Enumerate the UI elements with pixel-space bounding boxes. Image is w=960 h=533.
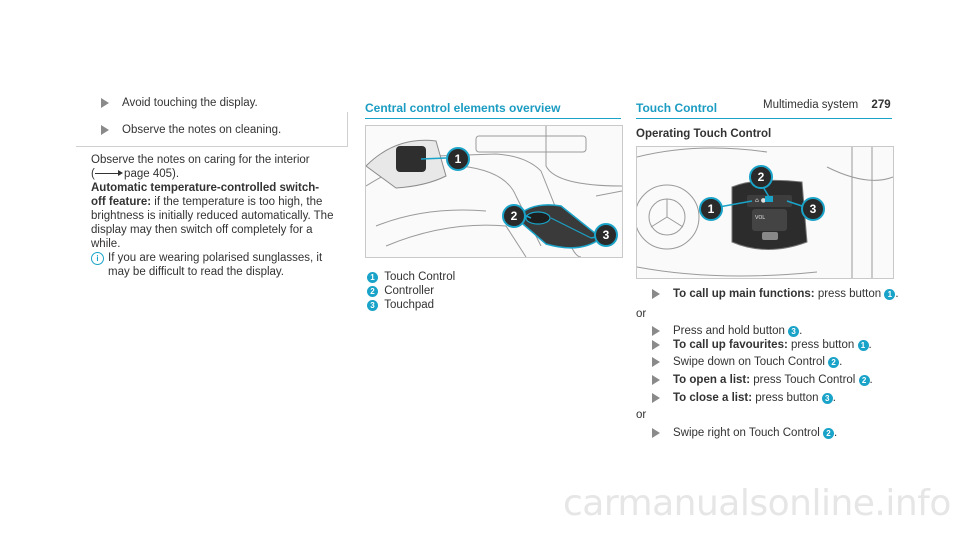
legend-item-1: 1 Touch Control [367,270,455,284]
callout-2: 2 [749,165,773,189]
or-text: or [636,409,647,421]
legend-list: 1 Touch Control 2 Controller 3 Touchpad [367,270,455,312]
console-illustration [366,126,622,257]
arrow-icon [652,357,660,367]
or-text: or [636,308,647,320]
section-title-touch-control: Touch Control [636,101,718,115]
steering-wheel-illustration: ⌂ ● ↶ VOL [637,147,893,278]
legend-item-2: 2 Controller [367,284,455,298]
running-header: Multimedia system 279 [763,98,891,112]
figure-central-controls: 1 2 3 [365,125,623,258]
legend-item-3: 3 Touchpad [367,298,455,312]
touch-control-panel-graphic: ⌂ ● ↶ VOL [731,179,808,250]
note: i If you are wearing polarised sunglasse… [91,251,356,279]
arrow-icon [101,125,109,135]
callout-1: 1 [699,197,723,221]
arrow-icon [652,393,660,403]
notice-box [76,112,348,147]
page-ref-arrow-icon [94,170,123,176]
section-title-central: Central control elements overview [365,101,561,115]
svg-text:⌂ ● ↶: ⌂ ● ↶ [755,197,773,204]
callout-3: 3 [801,197,825,221]
arrow-icon [652,289,660,299]
section-rule [636,118,892,119]
callout-1: 1 [446,147,470,171]
controller-graphic [514,204,603,249]
watermark: carmanualsonline.info [563,483,951,524]
page-number: 279 [871,99,891,111]
arrow-icon [652,326,660,336]
svg-text:VOL: VOL [755,215,765,221]
callout-2: 2 [502,204,526,228]
chapter-title: Multimedia system [763,99,859,111]
figure-touch-control: ⌂ ● ↶ VOL 1 2 3 [636,146,894,279]
arrow-icon [652,340,660,350]
arrow-icon [101,98,109,108]
page-reference-link[interactable]: page 405). [124,168,180,180]
section-rule [365,118,621,119]
care-paragraph: Observe the notes on caring for the inte… [91,153,356,279]
arrow-icon [652,428,660,438]
touch-control-graphic [396,146,426,172]
info-icon: i [91,252,104,265]
subtitle-operating: Operating Touch Control [636,128,772,140]
steering-wheel-outline [366,139,447,189]
arrow-icon [652,375,660,385]
callout-3: 3 [594,223,618,247]
